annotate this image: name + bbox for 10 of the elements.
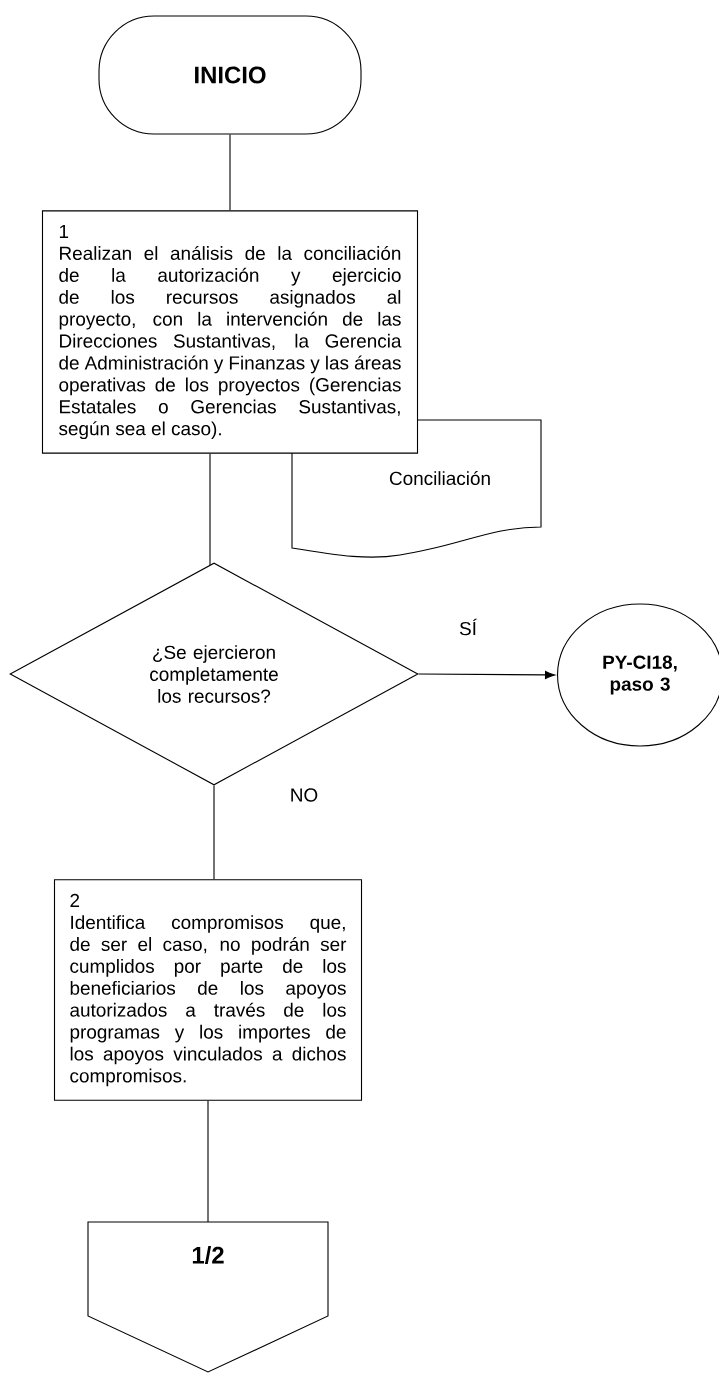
edge-label: NO: [287, 786, 321, 804]
connector-line: [213, 785, 215, 880]
off-page-connector: 1/2: [87, 1221, 329, 1373]
process-box: 1 Realizan el análisis de la conciliación de la autorización y ejercicio de los recursos asignados al proyecto, con la intervención de las Direcciones Sustantivas, la Gerencia de Administración y Finanzas y las áreas operativas de los proyectos (Gerencias Estatales o Gerencias Sustantivas, según sea el caso).: [41, 210, 419, 454]
connector-line: [209, 453, 211, 566]
connector-line: [229, 134, 231, 211]
connector-line: [207, 1100, 209, 1223]
edge-label: SÍ: [457, 616, 479, 638]
process-box: 2 Identifica compromisos que, de ser el caso, no podrán ser cumplidos por parte de los beneficiarios de los apoyos autorizados a través de los programas y los importes de los apoyos vinculados a dichos compromisos.: [53, 879, 363, 1101]
arrow: [418, 670, 556, 679]
